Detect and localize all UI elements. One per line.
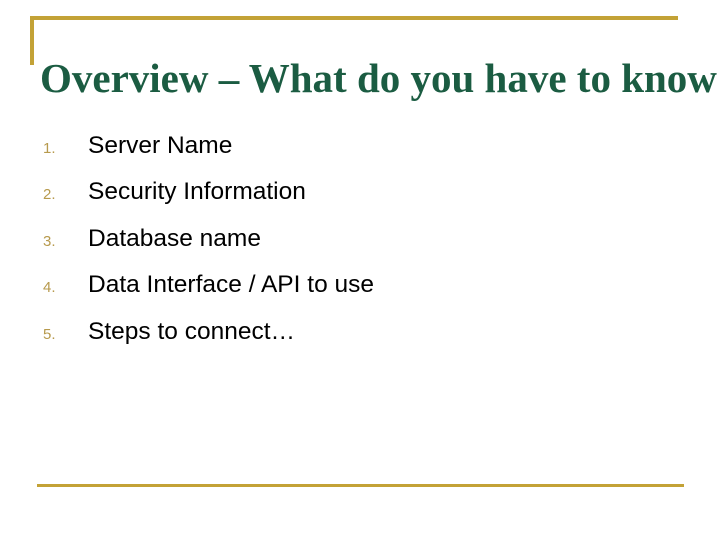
list-item-text: Data Interface / API to use	[88, 271, 374, 299]
title-accent-bar	[30, 16, 34, 65]
list-item-number: 2.	[43, 186, 56, 204]
list-item-text: Server Name	[88, 132, 233, 159]
list-item: 2. Security Information	[43, 170, 663, 216]
list-item-number: 4.	[43, 279, 56, 297]
list-item-number: 3.	[43, 232, 56, 250]
top-accent-rule	[30, 16, 678, 20]
list-item-number: 1.	[43, 140, 56, 157]
list-item-text: Steps to connect…	[88, 317, 296, 345]
list-item: 4. Data Interface / API to use	[43, 263, 663, 309]
list-item-number: 5.	[43, 325, 56, 343]
list-item: 1. Server Name	[43, 124, 663, 170]
list-item: 3. Database name	[43, 217, 663, 263]
list-item-text: Security Information	[88, 178, 306, 206]
slide-title: Overview – What do you have to know…	[40, 55, 720, 102]
numbered-list: 1. Server Name 2. Security Information 3…	[43, 124, 663, 356]
footer-rule	[37, 484, 684, 487]
list-item-text: Database name	[88, 224, 261, 252]
list-item: 5. Steps to connect…	[43, 310, 663, 356]
